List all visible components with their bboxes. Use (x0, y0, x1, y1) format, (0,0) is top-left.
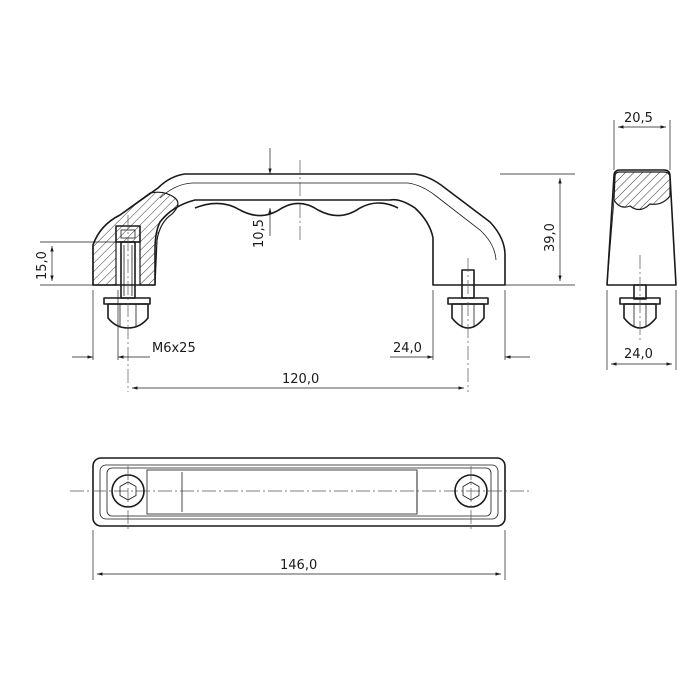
height-label: 39,0 (543, 223, 558, 252)
side-view: 20,5 24,0 (606, 111, 677, 370)
side-width-label: 24,0 (624, 347, 653, 362)
overall-length-label: 146,0 (280, 558, 317, 573)
top-view: 146,0 (70, 457, 530, 580)
grip-depth-label: 10,5 (252, 219, 267, 248)
handle-inner-line (159, 182, 497, 261)
width-top-label: 20,5 (624, 111, 653, 126)
section-hatch (92, 191, 179, 286)
side-section-hatch (613, 171, 671, 211)
grip-wave (194, 202, 399, 217)
hole-spacing-label: 120,0 (282, 372, 319, 387)
top-outline (92, 457, 506, 527)
mount-height-label: 15,0 (35, 251, 50, 280)
foot-length-label: 24,0 (393, 341, 422, 356)
washer-left (103, 297, 151, 305)
screw-label: M6x25 (152, 341, 196, 356)
front-view: 10,5 39,0 15,0 M6x25 24,0 120,0 (35, 148, 575, 392)
